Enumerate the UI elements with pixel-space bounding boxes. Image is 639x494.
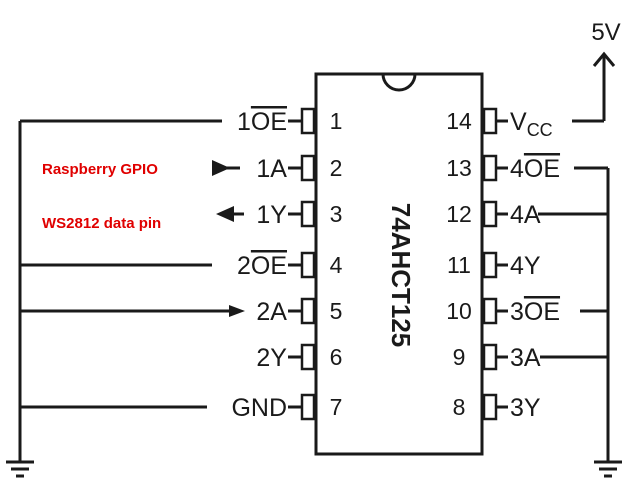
left-wiring bbox=[6, 119, 245, 478]
annotation-gpio: Raspberry GPIO bbox=[42, 161, 158, 178]
pin-box bbox=[300, 200, 316, 228]
pin-4: 4 2OE bbox=[237, 251, 343, 280]
ic-body: 74AHCT125 bbox=[314, 72, 484, 456]
pin-label-gnd: GND bbox=[231, 394, 287, 422]
pin-label-2y: 2Y bbox=[256, 344, 287, 372]
pin-box bbox=[482, 393, 498, 421]
pin-label-core: 1Y bbox=[256, 201, 287, 229]
pin-label-core: 4A bbox=[510, 201, 541, 229]
pin-label-core: 1A bbox=[256, 155, 287, 183]
pin-number: 13 bbox=[446, 155, 472, 181]
pin-label-2a: 2A bbox=[256, 298, 287, 326]
pin-11: 11 4Y bbox=[447, 251, 541, 280]
pin-label-4a: 4A bbox=[510, 201, 541, 229]
pin-label-prefix: 3 bbox=[510, 298, 524, 326]
ic-notch bbox=[381, 73, 417, 92]
pin-number: 11 bbox=[447, 252, 471, 278]
pin-label-3y: 3Y bbox=[510, 394, 541, 422]
annotation-ws2812: WS2812 data pin bbox=[42, 215, 161, 232]
pin-3: 3 1Y bbox=[256, 200, 343, 229]
pin-box bbox=[482, 154, 498, 182]
pin-6: 6 2Y bbox=[256, 343, 343, 372]
ic-outline bbox=[314, 72, 484, 456]
pin-box bbox=[482, 107, 498, 135]
pin-8: 8 3Y bbox=[453, 393, 541, 422]
pin-label-core: 3A bbox=[510, 344, 541, 372]
pin-label-sub: CC bbox=[527, 120, 553, 140]
pin-label-core: OE bbox=[251, 108, 287, 136]
pin-label-1y: 1Y bbox=[256, 201, 287, 229]
pin-box bbox=[300, 343, 316, 371]
pin-label-vcc: VCC bbox=[510, 108, 553, 140]
pin-label-2oe: 2OE bbox=[237, 252, 287, 280]
pin-number: 2 bbox=[330, 155, 343, 181]
pin-number: 14 bbox=[446, 108, 472, 134]
pin-box bbox=[300, 107, 316, 135]
pin-box bbox=[482, 297, 498, 325]
pin-number: 7 bbox=[330, 394, 343, 420]
pin-number: 3 bbox=[330, 201, 343, 227]
pin-13: 13 4OE bbox=[446, 154, 560, 183]
arrow-1a-icon bbox=[212, 160, 230, 176]
pin-9: 9 3A bbox=[453, 343, 541, 372]
pin-12: 12 4A bbox=[446, 200, 541, 229]
pin-label-core: 4Y bbox=[510, 252, 541, 280]
pin-label-4y: 4Y bbox=[510, 252, 541, 280]
left-ground-icon bbox=[6, 460, 34, 478]
pin-label-core: OE bbox=[524, 155, 560, 183]
pin-number: 4 bbox=[330, 252, 343, 278]
arrow-1y-icon bbox=[216, 206, 234, 222]
pin-label-1a: 1A bbox=[256, 155, 287, 183]
pin-label-core: 3Y bbox=[510, 394, 541, 422]
pin-5: 5 2A bbox=[256, 297, 343, 326]
pin-2: 2 1A bbox=[256, 154, 343, 183]
chip-name: 74AHCT125 bbox=[386, 203, 416, 348]
pin-10: 10 3OE bbox=[446, 297, 560, 326]
pin-label-core: 2A bbox=[256, 298, 287, 326]
pin-box bbox=[482, 200, 498, 228]
pin-label-core: GND bbox=[231, 394, 287, 422]
pin-box bbox=[482, 251, 498, 279]
annotations: Raspberry GPIO WS2812 data pin bbox=[42, 161, 161, 232]
pin-box bbox=[482, 343, 498, 371]
pin-number: 8 bbox=[453, 394, 466, 420]
pin-box bbox=[300, 297, 316, 325]
pin-number: 10 bbox=[446, 298, 472, 324]
arrow-2a-icon bbox=[229, 305, 245, 317]
right-ground-icon bbox=[594, 460, 622, 478]
pin-label-1oe: 1OE bbox=[237, 108, 287, 136]
pin-label-3oe: 3OE bbox=[510, 298, 560, 326]
pin-number: 6 bbox=[330, 344, 343, 370]
power-arrow-icon bbox=[592, 51, 616, 67]
pin-label-4oe: 4OE bbox=[510, 155, 560, 183]
pin-number: 9 bbox=[453, 344, 466, 370]
pin-label-core: V bbox=[510, 108, 527, 136]
pin-box bbox=[300, 393, 316, 421]
pin-label-prefix: 4 bbox=[510, 155, 524, 183]
pin-label-core: 2Y bbox=[256, 344, 287, 372]
pin-label-prefix: 2 bbox=[237, 252, 251, 280]
pin-number: 5 bbox=[330, 298, 343, 324]
pin-number: 12 bbox=[446, 201, 472, 227]
pin-label-3a: 3A bbox=[510, 344, 541, 372]
pin-box bbox=[300, 251, 316, 279]
pin-label-core: OE bbox=[524, 298, 560, 326]
power-label: 5V bbox=[591, 19, 620, 46]
pin-label-core: OE bbox=[251, 252, 287, 280]
pin-box bbox=[300, 154, 316, 182]
pin-7: 7 GND bbox=[231, 393, 343, 422]
right-wiring: 5V bbox=[538, 19, 622, 478]
pin-14: 14 VCC bbox=[446, 107, 553, 140]
pin-label-prefix: 1 bbox=[237, 108, 251, 136]
pin-number: 1 bbox=[330, 108, 343, 134]
